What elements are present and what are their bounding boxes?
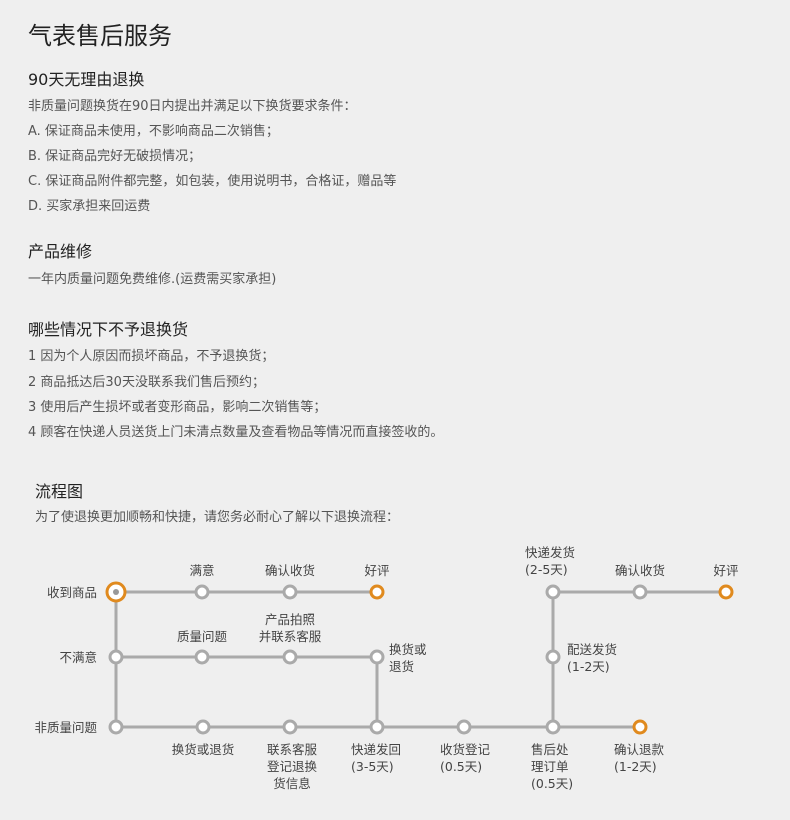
flow-node	[194, 649, 210, 665]
label-exchange: 退货	[389, 659, 414, 674]
end-node	[632, 719, 648, 735]
label-confirm-receipt: 确认收货	[265, 563, 315, 578]
label-contact-service: 联系客服	[267, 742, 318, 757]
return-policy-line: A. 保证商品未使用，不影响商品二次销售；	[28, 124, 279, 139]
no-return-line: 4 顾客在快递人员送货上门未清点数量及查看物品等情况而直接签收的。	[28, 425, 444, 440]
no-return-line: 2 商品抵达后30天没联系我们售后预约；	[28, 375, 265, 390]
label-register: (0.5天)	[440, 759, 482, 774]
flow-subtitle: 为了使退换更加顺畅和快捷，请您务必耐心了解以下退换流程：	[35, 510, 400, 525]
flow-node	[369, 719, 385, 735]
label-exchange: 换货或	[389, 642, 427, 657]
label-good-review: 好评	[364, 563, 389, 578]
label-exchange-or-return: 换货或退货	[172, 742, 235, 757]
label-express: (2-5天)	[525, 562, 568, 577]
label-refund: 确认退款	[614, 742, 665, 757]
label-photo: 并联系客服	[259, 629, 322, 644]
return-policy-line: C. 保证商品附件都完整，如包装，使用说明书，合格证，赠品等	[28, 174, 397, 189]
label-refund: (1-2天)	[614, 759, 657, 774]
flow-node	[545, 584, 561, 600]
label-quality-issue: 质量问题	[177, 629, 228, 644]
page-title: 气表售后服务	[28, 22, 172, 50]
return-policy-line: 非质量问题换货在90日内提出并满足以下换货要求条件：	[28, 99, 357, 114]
label-register: 收货登记	[440, 742, 491, 757]
start-node-dot	[113, 589, 119, 595]
flow-node	[108, 649, 124, 665]
label-confirm-receipt: 确认收货	[615, 563, 665, 578]
row-label-non-quality: 非质量问题	[34, 720, 97, 735]
label-process-order: (0.5天)	[531, 776, 573, 791]
row-label-unsatisfied: 不满意	[59, 650, 97, 665]
flow-node	[194, 584, 210, 600]
row-label-received: 收到商品	[47, 585, 97, 600]
label-contact-service: 登记退换	[267, 759, 318, 774]
flow-node	[456, 719, 472, 735]
return-policy-heading: 90天无理由退换	[28, 70, 145, 89]
label-deliver: (1-2天)	[567, 659, 610, 674]
end-node	[369, 584, 385, 600]
flow-node	[282, 649, 298, 665]
flow-node	[282, 719, 298, 735]
label-contact-service: 货信息	[273, 776, 311, 791]
flow-node	[632, 584, 648, 600]
flow-node	[545, 719, 561, 735]
flow-node	[282, 584, 298, 600]
no-return-line: 1 因为个人原因而损坏商品，不予退换货；	[28, 349, 275, 364]
repair-heading: 产品维修	[28, 242, 93, 261]
return-policy-line: B. 保证商品完好无破损情况；	[28, 149, 202, 164]
label-photo: 产品拍照	[265, 612, 315, 627]
no-return-heading: 哪些情况下不予退换货	[28, 320, 189, 339]
label-ship-back: 快递发回	[351, 742, 401, 757]
label-good-review: 好评	[713, 563, 738, 578]
repair-line: 一年内质量问题免费维修.(运费需买家承担)	[28, 272, 277, 287]
label-express: 快递发货	[525, 545, 575, 560]
label-process-order: 理订单	[531, 759, 569, 774]
flow-heading: 流程图	[35, 482, 84, 501]
end-node	[718, 584, 734, 600]
label-process-order: 售后处	[531, 742, 569, 757]
label-satisfied: 满意	[189, 563, 214, 578]
flow-nodes	[105, 581, 734, 735]
no-return-line: 3 使用后产生损坏或者变形商品，影响二次销售等；	[28, 400, 327, 415]
flow-node	[545, 649, 561, 665]
flow-node	[369, 649, 385, 665]
return-policy-line: D. 买家承担来回运费	[28, 199, 151, 214]
label-deliver: 配送发货	[567, 642, 617, 657]
flow-node	[108, 719, 124, 735]
flow-node	[195, 719, 211, 735]
label-ship-back: (3-5天)	[351, 759, 394, 774]
